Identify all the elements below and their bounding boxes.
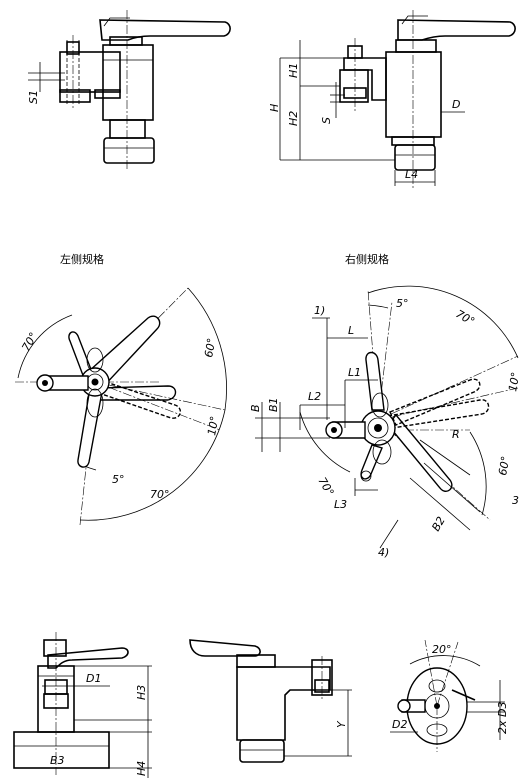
angle-70-right-left: 70° [315,475,336,498]
angle-60-right-version: 60° [496,455,512,476]
dim-S1: S1 [27,90,40,104]
caption-right-version: 右侧规格 [345,252,389,266]
angle-10-right-version: 10° [506,371,522,392]
dim-L3: L3 [334,498,347,511]
dim-H4: H4 [135,761,148,776]
dim-H3: H3 [135,685,148,700]
dim-D2: D2 [392,718,407,731]
side-view-bottom-middle: Y [189,639,352,763]
front-view-bottom-left: H3 D1 H4 B3 [13,632,152,778]
dim-B3: B3 [50,754,65,767]
dim-L: L [348,324,354,337]
top-view-bottom-right: 20° 2x D3 D2 [390,639,509,752]
callout-1: 1) [314,304,325,317]
dim-H2: H2 [287,111,300,126]
dim-D3: 2x D3 [496,702,509,734]
callout-4: 4) [378,546,389,559]
dim-B1: B1 [267,397,280,412]
angle-5-right-version: 5° [396,297,409,310]
dim-H1: H1 [287,63,300,78]
angle-70-lower-left: 70° [150,488,170,501]
angle-20: 20° [432,643,452,656]
top-view-left-version: 70° 60° 10° 5° 70° [15,287,227,526]
angle-70-upper-left: 70° [19,330,40,353]
caption-left-version: 左侧规格 [60,252,104,266]
dim-L1: L1 [348,366,361,379]
dim-B: B [249,404,262,412]
dim-B2: B2 [429,514,448,533]
dim-D: D [452,98,460,111]
dim-L4: L4 [405,168,418,181]
dim-S: S [320,117,333,124]
dim-L2: L2 [308,390,321,403]
angle-70-right-top: 70° [454,307,477,328]
front-view-top-left: S1 [27,10,231,170]
angle-60-left-version: 60° [202,337,218,358]
callout-3: 3 [512,494,519,507]
dim-H: H [268,104,281,112]
side-view-top-right: H H1 H2 S D L4 [268,10,516,188]
angle-5-left-version: 5° [112,473,125,486]
dim-Y: Y [335,720,348,728]
dim-R: R [452,428,460,441]
top-view-right-version: L L1 L2 L3 B B1 B2 R 5° 70° 10° 60° 70° … [249,285,522,559]
dim-D1: D1 [86,672,101,685]
angle-10-left-version: 10° [205,415,221,436]
